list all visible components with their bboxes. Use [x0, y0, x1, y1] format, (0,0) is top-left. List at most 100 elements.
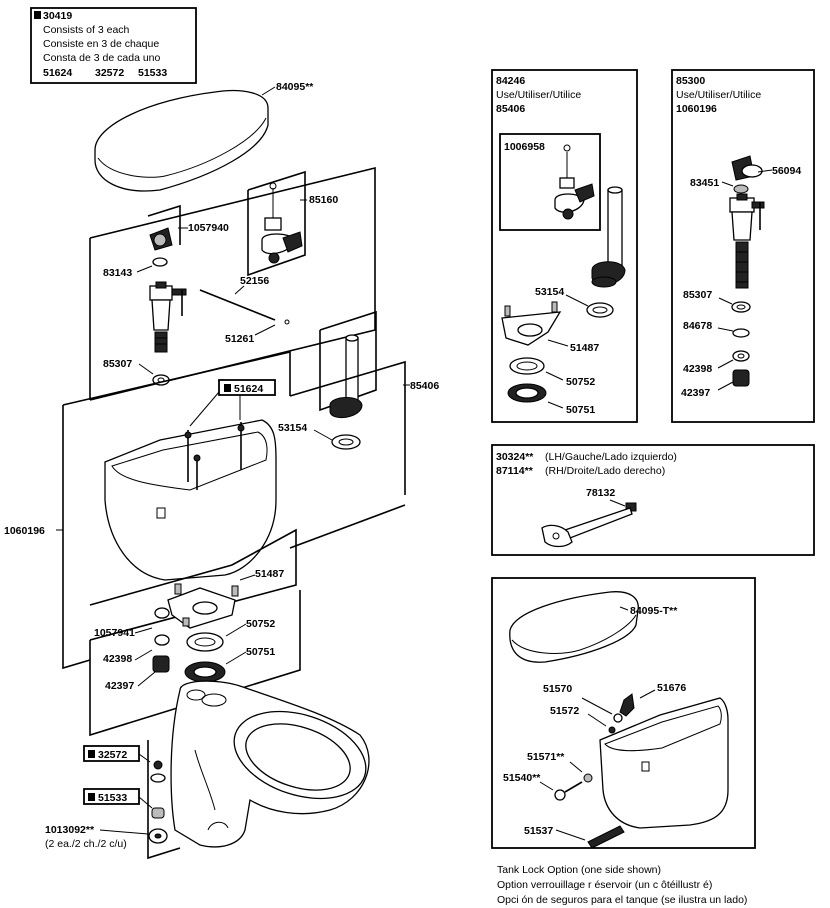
fill-label-42398: 42398 — [683, 363, 712, 375]
label-gasket-50752: 50752 — [246, 618, 275, 630]
flush-valve-drawing — [329, 334, 363, 450]
label-gasket-50751: 50751 — [246, 646, 275, 658]
gasket-50752-box-drawing — [509, 357, 545, 375]
overflow-tube-drawing — [591, 186, 626, 288]
lever-rh-part: 87114** — [496, 465, 534, 477]
lock-51570-drawing — [613, 713, 623, 723]
fill-box-part: 85300 — [676, 75, 705, 87]
lock-caption-en: Tank Lock Option (one side shown) — [497, 864, 661, 876]
flush-box-use: Use/Utiliser/Utilice — [496, 89, 581, 101]
fill-label-42397: 42397 — [681, 387, 710, 399]
gasket-53154-drawing — [586, 302, 614, 318]
fill-valve-body-drawing — [149, 281, 187, 353]
kit-part-c: 51533 — [138, 67, 167, 79]
fill-label-85307: 85307 — [683, 289, 712, 301]
kit-part-a: 51624 — [43, 67, 72, 79]
gasket-51487-drawing — [501, 301, 562, 346]
kit-line-1: Consists of 3 each — [43, 24, 130, 36]
lock-label-51676: 51676 — [657, 682, 686, 694]
flush-label-50751: 50751 — [566, 404, 595, 416]
label-flush-valve-group: 85406 — [410, 380, 439, 392]
panel-flush-valve — [319, 310, 377, 412]
lock-key-51537-drawing — [587, 825, 625, 849]
label-washer-1057941: 1057941 — [94, 627, 135, 639]
lever-lh-part: 30324** — [496, 451, 534, 463]
label-cap-32572: 32572 — [98, 749, 127, 761]
panel-tank — [62, 350, 291, 406]
label-nut-42397: 42397 — [105, 680, 134, 692]
fill-valve-cap-drawing — [149, 227, 173, 251]
flush-gaskets-drawing — [184, 632, 226, 683]
refill-rod-drawing — [199, 289, 276, 321]
tank-drawing — [104, 419, 277, 581]
panel-bowl-caps — [147, 740, 181, 860]
flush-box-for: 85406 — [496, 103, 525, 115]
lock-51572-drawing — [608, 726, 616, 734]
lock-label-51570: 51570 — [543, 683, 572, 695]
label-bolt-51624: 51624 — [234, 383, 263, 395]
trip-lever-drawing — [541, 502, 637, 548]
lock-caption-es: Opci ón de seguros para el tanque (se il… — [497, 894, 747, 906]
flush-label-50752: 50752 — [566, 376, 595, 388]
lock-51571-drawing — [583, 773, 593, 783]
fill-nut-42397-drawing — [732, 369, 750, 387]
label-flush-valve-gasket: 53154 — [278, 422, 307, 434]
panel-flapper — [247, 170, 306, 277]
kit-part-number: 30419 — [43, 10, 72, 22]
label-nut-85307: 85307 — [103, 358, 132, 370]
flush-label-51487: 51487 — [570, 342, 599, 354]
tank-gasket-drawing — [167, 583, 239, 629]
lock-caption-fr: Option verrouillage r éservoir (un c ôté… — [497, 879, 712, 891]
flush-box-part: 84246 — [496, 75, 525, 87]
flapper-drawing — [261, 182, 303, 264]
label-washer-83143: 83143 — [103, 267, 132, 279]
lock-label-51537: 51537 — [524, 825, 553, 837]
flush-valve-box: 84246 Use/Utiliser/Utilice 85406 1006958… — [491, 69, 638, 423]
label-washer-42398: 42398 — [103, 653, 132, 665]
lock-label-lid: 84095-T** — [630, 605, 678, 617]
trip-lever-box: 30324** (LH/Gauche/Lado izquierdo) 87114… — [491, 444, 815, 556]
fill-washer-84678-drawing — [732, 328, 750, 338]
fill-nut-85307-drawing — [731, 301, 751, 313]
cap-32572-drawing — [153, 760, 163, 770]
flush-label-53154: 53154 — [535, 286, 564, 298]
tank-lid-drawing — [94, 89, 269, 192]
lock-clip-51676-drawing — [619, 693, 635, 717]
fill-box-for: 1060196 — [676, 103, 717, 115]
lever-label-78132: 78132 — [586, 487, 615, 499]
fill-valve-85300-drawing — [729, 155, 765, 289]
fill-label-56094: 56094 — [772, 165, 801, 177]
lock-label-51572: 51572 — [550, 705, 579, 717]
toilet-bowl-drawing — [170, 680, 370, 848]
fill-label-83451: 83451 — [690, 177, 719, 189]
kit-box-30419: 30419 Consists of 3 each Consiste en 3 d… — [30, 7, 197, 84]
label-bowl-caps-qty: (2 ea./2 ch./2 c/u) — [45, 838, 127, 850]
tank-lock-box: 84095-T** 51676 51570 51572 51571** 5154… — [491, 577, 756, 849]
label-tank-group: 1060196 — [4, 525, 45, 537]
lever-rh-desc: (RH/Droite/Lado derecho) — [545, 465, 665, 477]
lock-bolt-51540-drawing — [554, 781, 583, 801]
label-refill-rod: 52156 — [240, 275, 269, 287]
lock-label-51571: 51571** — [527, 751, 565, 763]
label-flapper: 85160 — [309, 194, 338, 206]
flush-box-sub: 1006958 — [504, 141, 545, 153]
main-exploded-view: 84095** 85160 1057940 83143 — [4, 81, 439, 860]
tank-lock-lid-drawing — [509, 591, 639, 663]
label-refill-tube: 51261 — [225, 333, 254, 345]
label-bowl-caps: 1013092** — [45, 824, 95, 836]
fill-washer-42398-drawing — [732, 350, 750, 362]
washer-83143-drawing — [152, 257, 168, 267]
kit-line-3: Consta de 3 de cada uno — [43, 52, 161, 64]
fill-box-use: Use/Utiliser/Utilice — [676, 89, 761, 101]
label-tank-lid: 84095** — [276, 81, 314, 93]
fill-label-84678: 84678 — [683, 320, 712, 332]
kit-part-b: 32572 — [95, 67, 124, 79]
tank-lock-tank-drawing — [599, 697, 729, 829]
tank-bolt-washers-drawing — [152, 607, 170, 673]
lock-label-51540: 51540** — [503, 772, 541, 784]
cap-51533-drawing — [151, 807, 165, 819]
flapper-1006958-drawing — [554, 144, 595, 220]
label-cap-51533: 51533 — [98, 792, 127, 804]
label-tank-gasket: 51487 — [255, 568, 284, 580]
